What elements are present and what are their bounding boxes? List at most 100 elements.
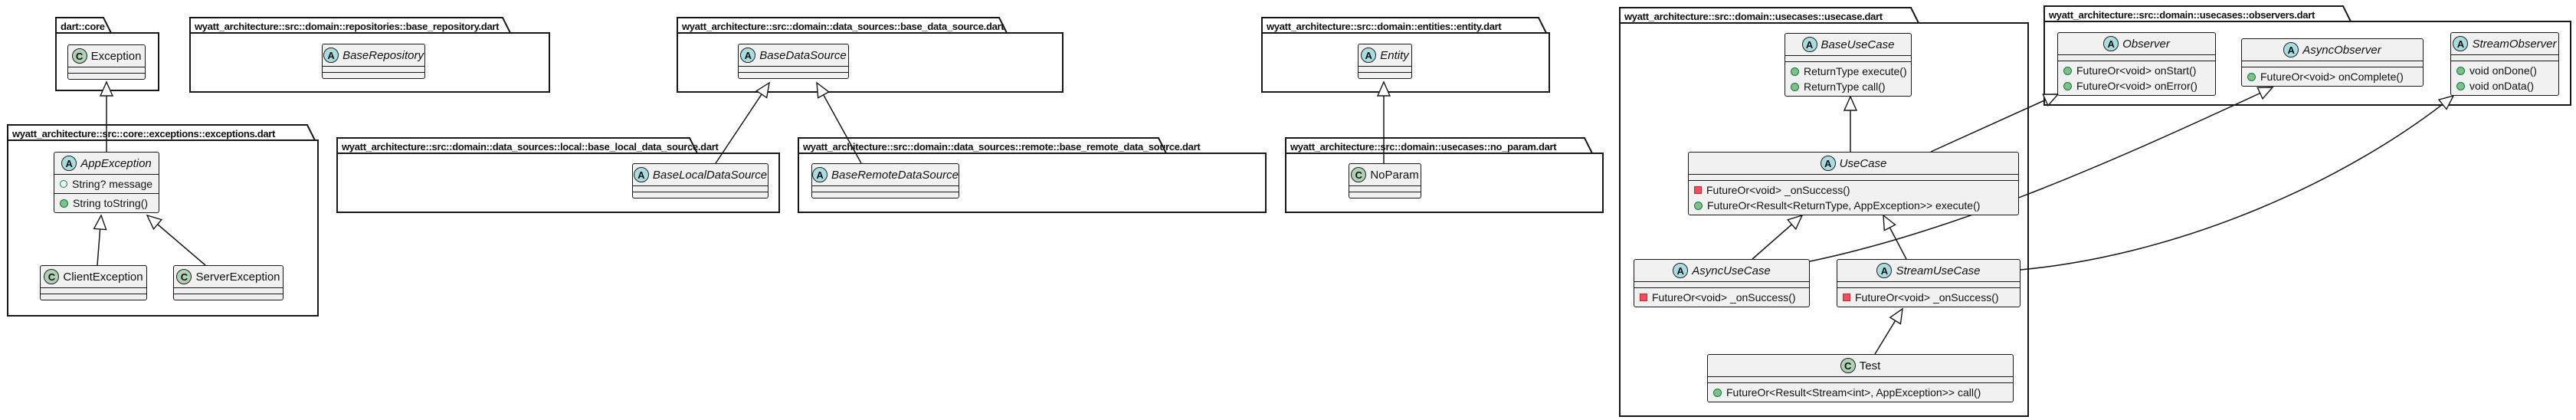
method-row: ReturnType execute() — [1791, 64, 1907, 79]
class-name: NoParam — [1370, 168, 1419, 182]
methods-compartment: void onDone() void onData() — [2451, 61, 2558, 95]
class-name: BaseRemoteDataSource — [831, 168, 959, 182]
public-method-icon — [1694, 201, 1703, 210]
methods-compartment: FutureOr<void> _onSuccess() FutureOr<Res… — [1689, 180, 2018, 215]
class-icon: C — [1351, 167, 1367, 182]
public-method-icon — [2247, 72, 2256, 81]
method-text: FutureOr<void> onComplete() — [2260, 71, 2404, 83]
method-text: String toString() — [73, 197, 149, 209]
class-name: ClientException — [63, 270, 143, 284]
method-text: FutureOr<void> onStart() — [2076, 64, 2197, 77]
edge-clientexception-appexception — [97, 215, 101, 266]
class-name: UseCase — [1839, 156, 1887, 170]
abstract-icon: A — [1673, 263, 1689, 278]
package-title-no-param: wyatt_architecture::src::domain::usecase… — [1290, 141, 1557, 153]
class-name: AppException — [80, 156, 152, 170]
private-method-icon — [1640, 294, 1647, 301]
fields-compartment — [2451, 54, 2558, 61]
method-row: FutureOr<Result<Stream<int>, AppExceptio… — [1713, 385, 2007, 400]
package-title-exceptions: wyatt_architecture::src::core::exception… — [12, 128, 276, 139]
method-text: void onDone() — [2469, 64, 2537, 77]
fields-compartment — [41, 287, 146, 294]
abstract-icon: A — [1361, 48, 1377, 63]
fields-compartment — [1708, 376, 2013, 382]
fields-compartment — [1358, 66, 1411, 72]
method-row: FutureOr<void> _onSuccess() — [1694, 182, 2013, 198]
class-icon: C — [1840, 358, 1856, 373]
edge-remote-basedatasource — [817, 83, 862, 164]
fields-compartment — [2058, 54, 2215, 61]
class-icon: C — [71, 48, 87, 64]
abstract-icon: A — [2283, 42, 2299, 57]
class-icon: C — [176, 269, 192, 284]
method-row: FutureOr<void> onComplete() — [2247, 69, 2417, 84]
package-title-base-data-source: wyatt_architecture::src::domain::data_so… — [682, 21, 1005, 32]
public-method-icon — [2063, 81, 2072, 90]
class-name: StreamObserver — [2472, 37, 2557, 51]
methods-compartment — [323, 72, 424, 78]
package-title-usecase: wyatt_architecture::src::domain::usecase… — [1624, 11, 1883, 22]
field-text: String? message — [72, 178, 153, 190]
methods-compartment — [739, 72, 848, 78]
method-text: FutureOr<Result<ReturnType, AppException… — [1707, 199, 1981, 212]
edge-asyncusecase-asyncobserver — [1809, 87, 2273, 262]
methods-compartment — [1349, 192, 1421, 198]
fields-compartment — [1689, 174, 2018, 180]
class-name: Test — [1859, 359, 1881, 372]
method-row: FutureOr<void> onStart() — [2063, 63, 2210, 78]
fields-compartment — [2242, 61, 2423, 67]
method-text: void onData() — [2469, 80, 2535, 92]
methods-compartment — [41, 294, 146, 300]
fields-compartment: String? message — [54, 174, 159, 193]
method-row: FutureOr<Result<ReturnType, AppException… — [1694, 198, 2013, 213]
method-text: FutureOr<void> onError() — [2076, 80, 2197, 92]
package-title-observers: wyatt_architecture::src::domain::usecase… — [2049, 9, 2315, 21]
field-row: String? message — [60, 176, 153, 192]
edge-local-basedatasource — [715, 83, 769, 164]
inheritance-edges — [97, 82, 2453, 355]
public-method-icon — [1791, 67, 1799, 76]
edge-streamusecase-usecase — [1883, 215, 1907, 260]
class-icon: C — [44, 269, 60, 284]
method-row: ReturnType call() — [1791, 79, 1906, 94]
fields-compartment — [1785, 55, 1911, 61]
method-row: void onDone() — [2456, 63, 2553, 78]
abstract-icon: A — [1820, 156, 1836, 171]
methods-compartment — [1358, 72, 1411, 78]
package-title-remote: wyatt_architecture::src::domain::data_so… — [803, 141, 1201, 153]
fields-compartment — [174, 287, 283, 294]
methods-compartment: FutureOr<void> _onSuccess() — [1634, 287, 1809, 307]
class-name: BaseRepository — [342, 48, 424, 62]
public-method-icon — [60, 199, 68, 208]
method-row: void onData() — [2456, 78, 2553, 94]
edge-asyncusecase-usecase — [1752, 215, 1802, 260]
fields-compartment — [739, 66, 848, 72]
fields-compartment — [812, 185, 959, 192]
class-name: BaseLocalDataSource — [652, 168, 768, 182]
methods-compartment — [174, 294, 283, 300]
abstract-icon: A — [633, 167, 649, 182]
fields-compartment — [633, 185, 768, 192]
package-title-base-repository: wyatt_architecture::src::domain::reposit… — [195, 21, 500, 32]
methods-compartment — [68, 73, 145, 79]
class-name: AsyncUseCase — [1692, 264, 1771, 277]
abstract-icon: A — [323, 48, 339, 63]
public-method-icon — [2456, 66, 2465, 75]
edge-test-streamusecase — [1874, 309, 1903, 355]
class-name: StreamUseCase — [1896, 264, 1981, 277]
abstract-icon: A — [740, 48, 756, 63]
fields-compartment — [1634, 281, 1809, 287]
method-text: FutureOr<Result<Stream<int>, AppExceptio… — [1726, 386, 1981, 399]
fields-compartment — [1349, 185, 1421, 192]
package-title-local: wyatt_architecture::src::domain::data_so… — [342, 141, 719, 153]
